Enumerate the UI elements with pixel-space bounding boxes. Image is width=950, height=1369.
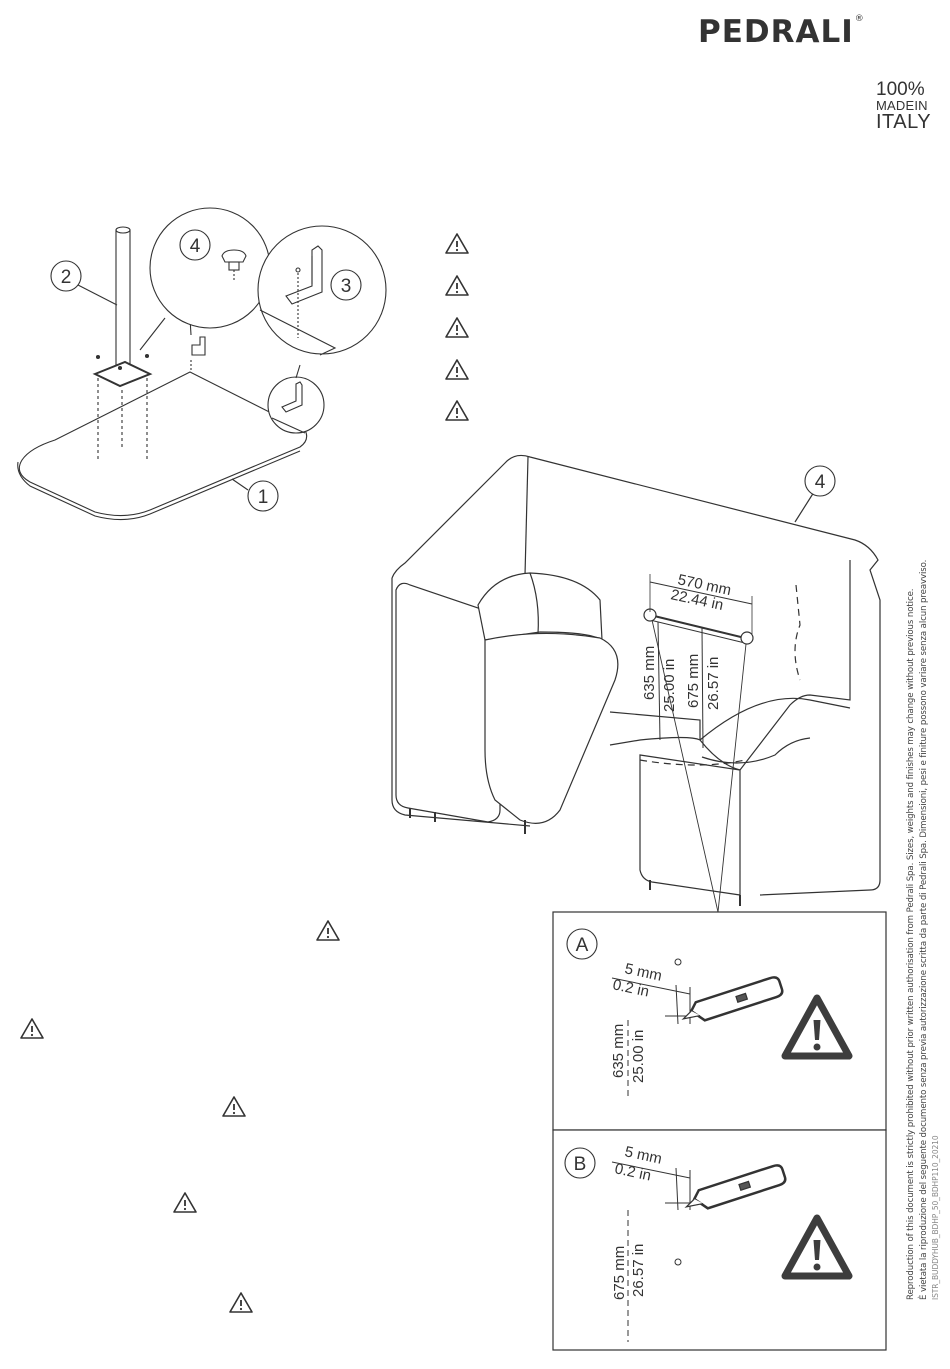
- svg-text:675 mm: 675 mm: [685, 654, 702, 708]
- utility-knife-icon: [684, 1164, 787, 1210]
- sofa-booth: [391, 454, 881, 913]
- svg-text:675 mm: 675 mm: [611, 1246, 628, 1300]
- warning-triangle-icon: [445, 275, 469, 296]
- warning-triangle-icon: [173, 1192, 197, 1213]
- warning-triangle-icon: [445, 400, 469, 421]
- utility-knife-icon: [681, 976, 784, 1022]
- detail-box-a: A 5 mm 0.2 in 635 mm 25.00 in: [552, 911, 887, 1131]
- detail-box-b: B 5 mm 0.2 in 675 mm 26.57 in: [552, 1129, 887, 1351]
- made-line-2: MADEIN: [876, 98, 928, 113]
- made-line-3: ITALY: [876, 111, 932, 133]
- svg-text:25.00 in: 25.00 in: [630, 1030, 647, 1083]
- warning-triangle-icon: [229, 1292, 253, 1313]
- svg-text:26.57 in: 26.57 in: [705, 657, 722, 710]
- callout-4-sofa: 4: [804, 465, 836, 497]
- warning-triangle-icon: [20, 1018, 44, 1039]
- callout-1: 1: [247, 480, 279, 512]
- svg-text:25.00 in: 25.00 in: [661, 659, 678, 712]
- svg-text:4: 4: [815, 472, 826, 493]
- made-in-italy-mark: 100% MADEIN ITALY: [876, 80, 938, 132]
- logo-text: PEDRALI: [698, 14, 854, 50]
- svg-text:B: B: [574, 1154, 587, 1175]
- svg-text:A: A: [576, 935, 589, 956]
- svg-text:2: 2: [61, 267, 72, 288]
- table-assembly: [17, 207, 387, 521]
- warning-triangle-icon: [445, 317, 469, 338]
- callout-4-screw: 4: [179, 229, 211, 261]
- svg-text:635 mm: 635 mm: [641, 646, 658, 700]
- warning-triangle-icon: [445, 233, 469, 254]
- registered-mark: ®: [854, 14, 865, 24]
- warning-triangle-icon: [316, 920, 340, 941]
- callout-2: 2: [50, 260, 82, 292]
- svg-text:4: 4: [190, 236, 201, 257]
- callout-3: 3: [330, 269, 362, 301]
- svg-text:3: 3: [341, 276, 352, 297]
- pedrali-logo: PEDRALI®: [698, 14, 865, 50]
- svg-text:635 mm: 635 mm: [610, 1024, 627, 1078]
- warning-triangle-icon: [445, 359, 469, 380]
- svg-text:1: 1: [258, 487, 269, 508]
- made-line-1: 100%: [876, 79, 925, 100]
- svg-text:26.57 in: 26.57 in: [630, 1244, 647, 1297]
- warning-triangle-icon: [222, 1096, 246, 1117]
